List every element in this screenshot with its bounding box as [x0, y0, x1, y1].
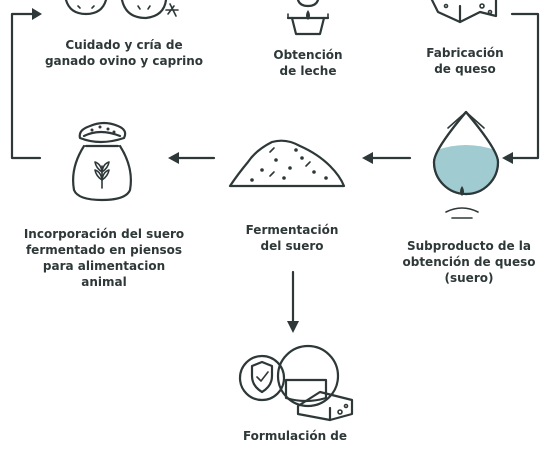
node-label-piensos: Incorporación del suero fermentado en pi… — [23, 227, 185, 289]
arrowhead-to-formulacion — [287, 321, 299, 333]
node-label-formulacion: Formulación de — [242, 429, 348, 443]
connector-piensos-ganado — [10, 12, 42, 160]
arrowhead-to-ganado — [32, 8, 42, 20]
node-label-suero: Subproducto de la obtención de queso (su… — [402, 239, 536, 285]
arrowhead-to-piensos — [168, 152, 179, 164]
node-label-queso: Fabricación de queso — [426, 46, 504, 76]
connector-queso-suero — [510, 12, 540, 160]
node-label-ganado: Cuidado y cría de ganado ovino y caprino — [44, 38, 204, 68]
arrowhead-to-fermentacion — [362, 152, 373, 164]
arrowhead-to-suero — [502, 152, 513, 164]
node-label-fermentacion: Fermentación del suero — [245, 223, 339, 253]
node-label-leche: Obtención de leche — [273, 48, 343, 78]
